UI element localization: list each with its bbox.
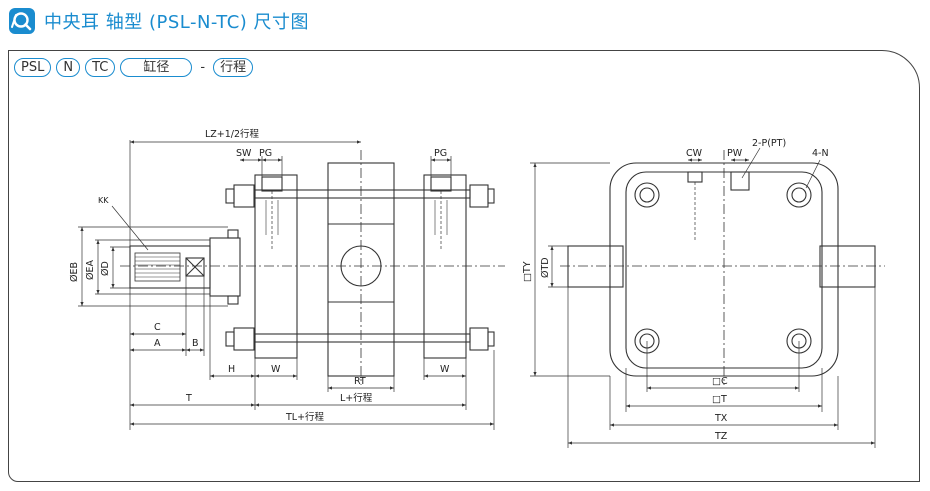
model-code-separator: - <box>200 60 206 75</box>
label-eb: ØEB <box>69 262 80 282</box>
label-w-left: W <box>271 364 281 375</box>
label-ea: ØEA <box>85 260 96 280</box>
label-lz: LZ+1/2行程 <box>205 128 260 140</box>
front-view <box>560 150 885 385</box>
label-holes: 4-N <box>812 148 829 159</box>
label-tl: TL+行程 <box>285 411 325 423</box>
model-code-series: PSL <box>14 58 52 77</box>
dimension-labels: LZ+1/2行程 SW PG PG KK ØEB ØEA ØD C A B H … <box>69 128 829 442</box>
label-sq-c: □C <box>712 376 728 387</box>
label-pg-left: PG <box>259 148 272 159</box>
header: 中央耳 轴型 (PSL-N-TC) 尺寸图 <box>8 6 309 36</box>
side-view-dimensions <box>78 140 495 430</box>
label-sq-t: □T <box>712 394 727 405</box>
label-d: ØD <box>100 261 111 276</box>
label-pg-right: PG <box>434 148 447 159</box>
label-a: A <box>154 338 161 349</box>
label-rt: RT <box>354 376 366 387</box>
label-tx: TX <box>714 413 728 424</box>
label-td: ØTD <box>540 257 551 278</box>
label-port: 2-P(PT) <box>752 138 786 149</box>
search-magnifier-icon <box>9 8 35 34</box>
model-code-bore: 缸径 <box>120 58 193 77</box>
label-w-right: W <box>440 364 450 375</box>
model-code-tc: TC <box>85 58 116 77</box>
label-sw: SW <box>236 148 252 159</box>
label-tz: TZ <box>714 431 728 442</box>
label-pw: PW <box>727 148 743 159</box>
side-view <box>120 150 505 385</box>
model-code-stroke: 行程 <box>213 58 254 77</box>
label-c: C <box>154 322 161 333</box>
label-t: T <box>185 393 192 404</box>
label-cw: CW <box>686 148 703 159</box>
label-kk: KK <box>98 196 109 205</box>
front-view-dimensions <box>530 147 876 448</box>
label-h: H <box>228 364 235 375</box>
model-code-n: N <box>56 58 81 77</box>
label-b: B <box>192 338 199 349</box>
drawing-frame <box>8 50 920 482</box>
model-code: PSL N TC 缸径 - 行程 <box>14 58 254 77</box>
label-l: L+行程 <box>340 392 373 404</box>
label-ty: □TY <box>522 261 533 282</box>
page-title: 中央耳 轴型 (PSL-N-TC) 尺寸图 <box>44 12 310 33</box>
